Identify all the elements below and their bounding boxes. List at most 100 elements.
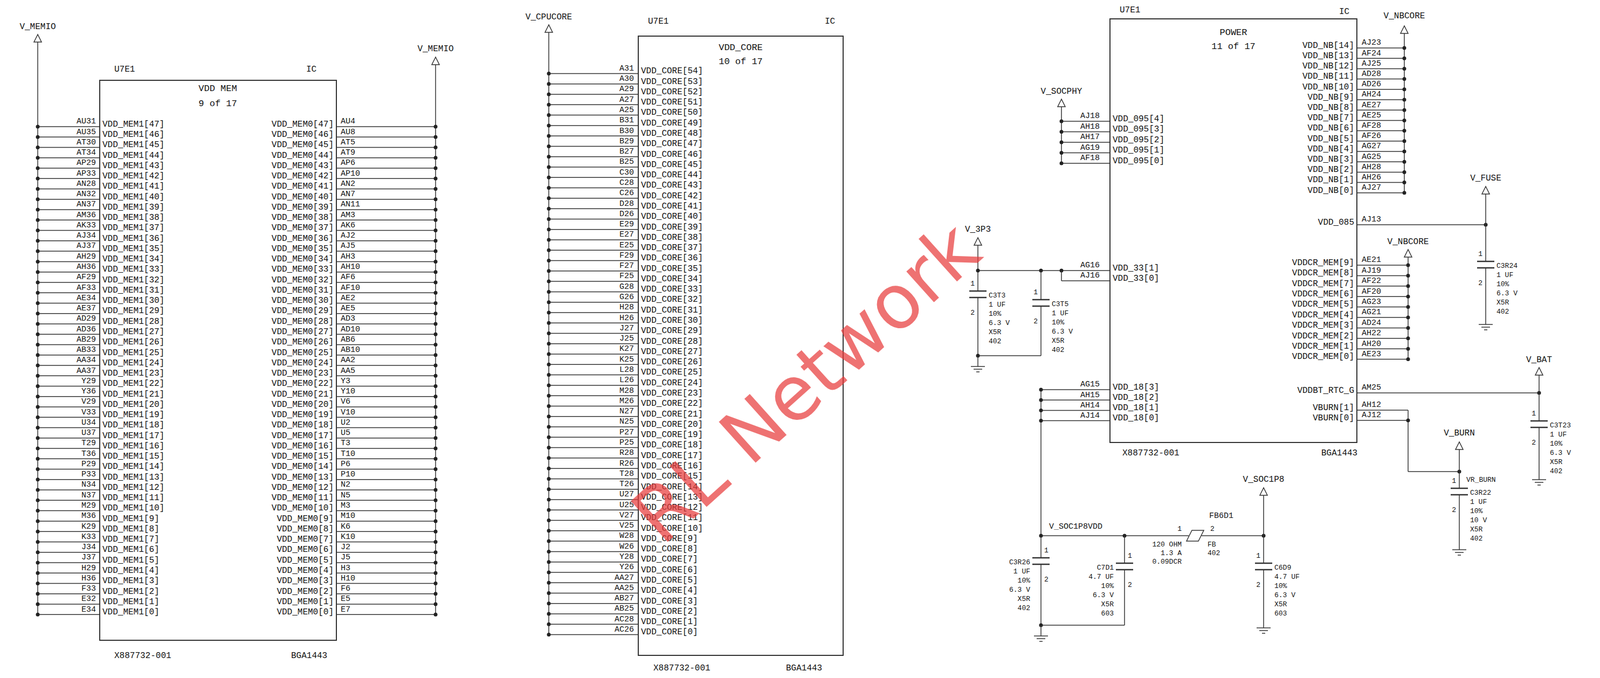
junction-dot <box>36 238 40 243</box>
wire <box>1357 224 1486 226</box>
wire <box>548 530 638 532</box>
wire <box>1357 171 1405 174</box>
pin-number: AM3 <box>340 210 356 220</box>
pin-number: AM36 <box>76 210 96 220</box>
pin-name: VDD_MEM0[6] <box>276 545 334 555</box>
pin-name: VDD_MEM1[8] <box>102 524 160 535</box>
pin-name: VDD_MEM1[4] <box>102 566 160 576</box>
junction-dot <box>433 488 438 493</box>
pin-name: VDD_18[2] <box>1112 392 1160 403</box>
pin-number: AU4 <box>340 116 356 127</box>
junction-dot <box>433 208 438 212</box>
component-value: 402 <box>1207 549 1220 558</box>
power-symbol <box>1404 249 1412 258</box>
wire <box>37 364 100 367</box>
wire <box>1357 295 1409 298</box>
power-symbol <box>1481 186 1490 195</box>
wire <box>548 260 638 262</box>
pin-number: 1 <box>1256 552 1261 561</box>
pin-number: A29 <box>619 84 634 94</box>
pin-name: VDD_MEM0[46] <box>271 129 334 140</box>
pin-name: VDD_MEM1[41] <box>102 181 165 192</box>
component-value: 402 <box>1051 346 1065 355</box>
pin-number: AA5 <box>340 366 356 376</box>
pin-number: L28 <box>619 365 634 375</box>
junction-dot <box>36 280 40 285</box>
wire <box>1534 481 1544 484</box>
pin-name: VDD_MEM0[24] <box>271 358 334 369</box>
pin-number: T10 <box>340 449 356 459</box>
junction-dot <box>547 404 551 409</box>
junction-dot <box>547 71 551 76</box>
pin-number: 2 <box>1478 279 1483 288</box>
pin-name: VDD_MEM1[6] <box>102 545 160 555</box>
wire <box>1040 624 1125 626</box>
net-name: V_NBCORE <box>1383 11 1426 22</box>
pin-name: VDD_MEM0[9] <box>276 514 334 524</box>
wire <box>1040 625 1042 637</box>
pin-number: D26 <box>619 209 634 219</box>
wire <box>1357 338 1409 340</box>
pin-number: H36 <box>81 574 96 584</box>
wire <box>336 562 436 564</box>
pin-name: VDD_CORE[22] <box>640 398 703 409</box>
component-value: 402 <box>1017 604 1031 613</box>
pin-number: AJ16 <box>1080 271 1100 281</box>
pin-name: VDD_MEM0[3] <box>276 576 334 586</box>
pin-name: VDD_MEM1[34] <box>102 254 165 265</box>
net-name: V_SOC1P8 <box>1243 474 1285 485</box>
junction-dot <box>433 197 438 202</box>
junction-dot <box>547 227 551 232</box>
junction-dot <box>1406 326 1411 330</box>
junction-dot <box>433 612 438 617</box>
wire <box>1357 359 1409 361</box>
junction-dot <box>36 415 40 420</box>
junction-dot <box>1402 139 1407 143</box>
wire <box>37 479 100 481</box>
pin-number: 1 <box>1044 546 1049 555</box>
pin-name: VDD_MEM0[36] <box>271 233 334 244</box>
pin-number: T28 <box>619 469 634 479</box>
wire <box>1357 264 1409 266</box>
pin-name: VDD_MEM0[21] <box>271 389 334 400</box>
wire <box>1357 78 1405 80</box>
pin-name: VDD_MEM1[14] <box>102 461 165 472</box>
junction-dot <box>1406 336 1411 341</box>
wire <box>548 83 638 85</box>
junction-dot <box>36 436 40 440</box>
wire <box>548 571 638 574</box>
wire <box>548 301 638 303</box>
wire <box>1040 306 1042 356</box>
junction-dot <box>433 228 438 233</box>
pin-number: AE2 <box>340 293 356 303</box>
package-name: BGA1443 <box>785 663 823 674</box>
junction-dot <box>547 102 551 107</box>
junction-dot <box>547 632 551 637</box>
wire <box>37 603 100 605</box>
wire <box>548 467 638 470</box>
wire <box>548 426 638 428</box>
pin-number: AH17 <box>1080 132 1100 142</box>
wire <box>336 271 436 273</box>
wire <box>548 125 638 127</box>
pin-name: VDD_CORE[1] <box>640 617 699 627</box>
part-title: VDD_CORE <box>718 42 763 54</box>
pin-name: VDD_MEM1[9] <box>102 514 160 524</box>
wire <box>1532 479 1547 481</box>
pin-name: VDD_MEM1[17] <box>102 431 165 441</box>
wire <box>37 167 100 169</box>
wire <box>548 447 638 449</box>
wire <box>973 368 983 370</box>
pin-name: VDD_18[3] <box>1112 382 1160 393</box>
pin-number: AK33 <box>76 221 96 231</box>
junction-dot <box>433 581 438 586</box>
pin-name: VDD_MEM0[26] <box>271 337 334 348</box>
pin-name: VDD_MEM1[21] <box>102 389 165 400</box>
pin-name: VDD_MEM1[29] <box>102 306 165 316</box>
junction-dot <box>547 383 551 388</box>
pin-name: VDDCR_MEM[5] <box>1292 299 1355 310</box>
pin-number: 2 <box>1531 438 1536 447</box>
junction-dot <box>433 311 438 316</box>
pin-name: VDD_NB[4] <box>1307 144 1355 155</box>
component-value: 10% <box>988 309 1002 319</box>
